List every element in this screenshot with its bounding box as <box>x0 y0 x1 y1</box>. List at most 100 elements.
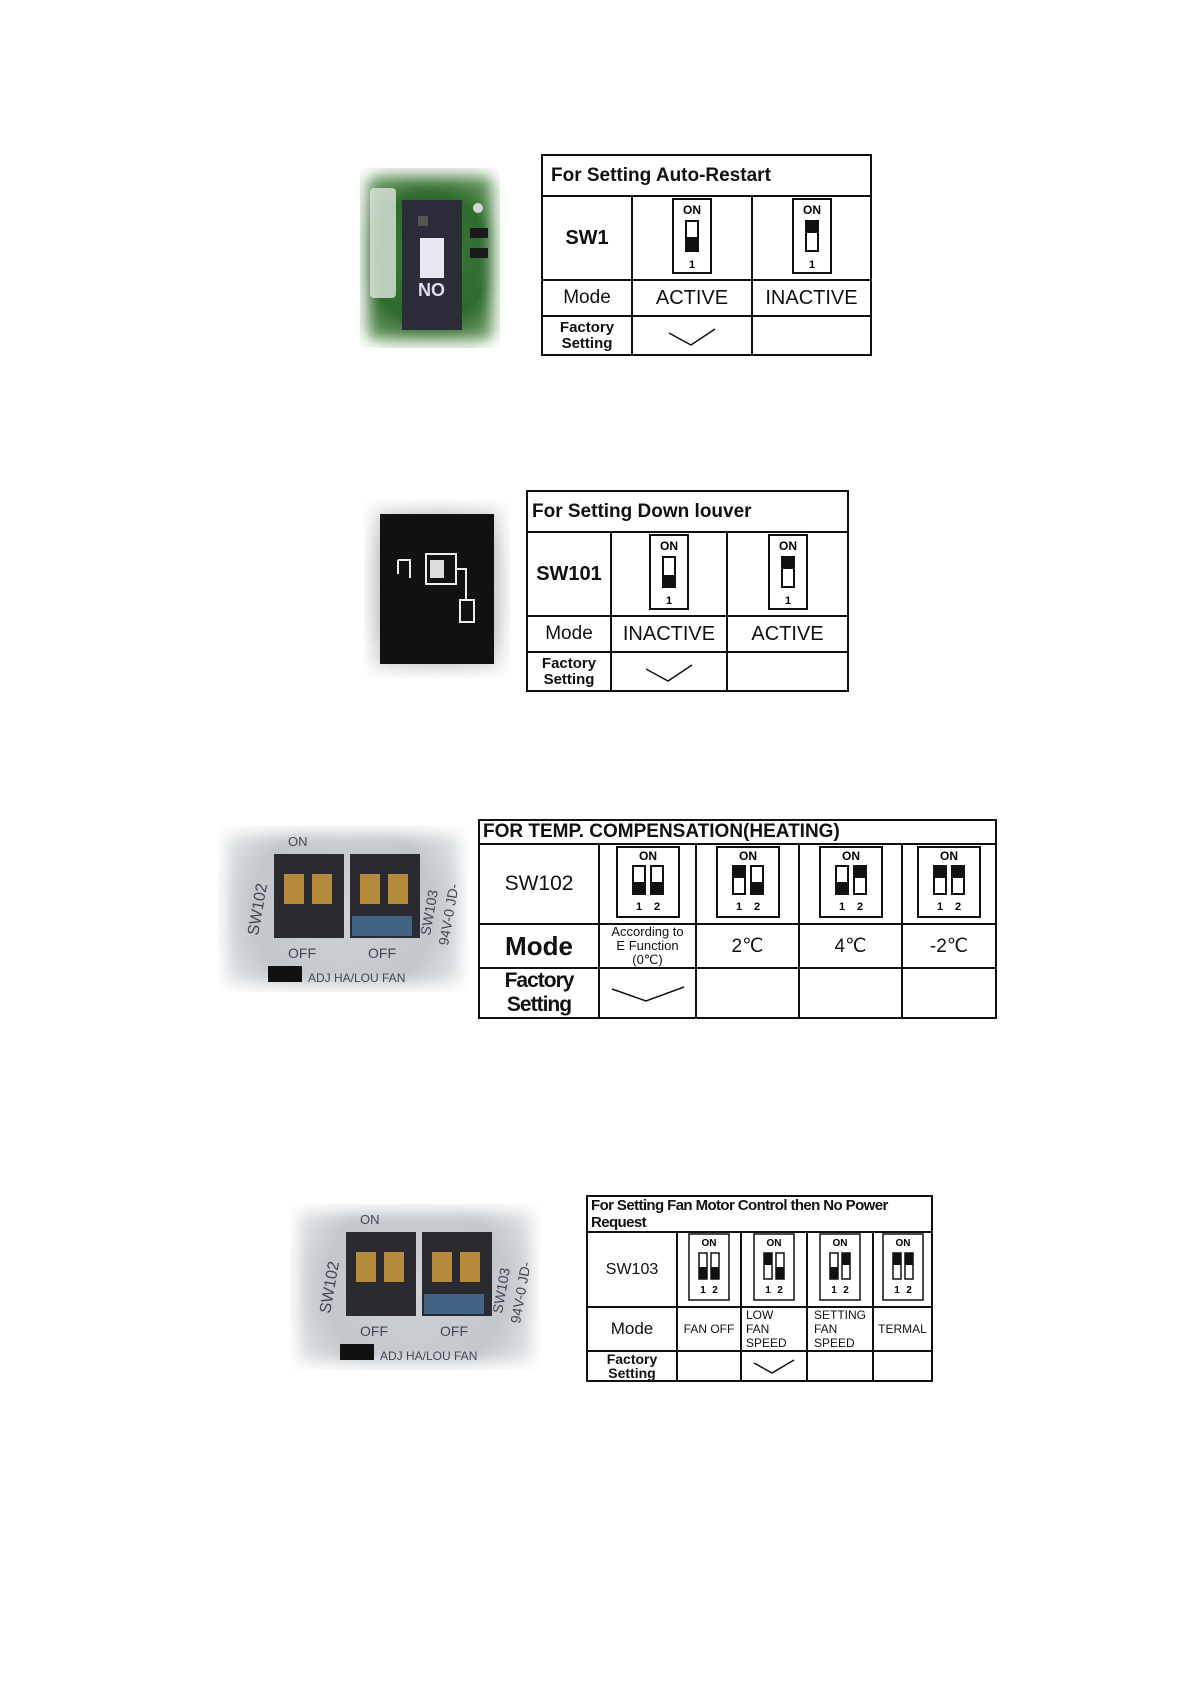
factory-empty-cell <box>872 1350 933 1382</box>
factory-setting-label: Factory Setting <box>526 651 612 692</box>
sw102-col1-diagram: ON 1 2 <box>598 843 697 925</box>
mode-according: According to E Function (0℃) <box>598 923 697 969</box>
dip-switch-icon: ON 1 <box>649 533 689 610</box>
photo-sw102-label: SW102 <box>245 882 271 937</box>
svg-text:1: 1 <box>700 1285 706 1296</box>
temp-comp-title: FOR TEMP. COMPENSATION(HEATING) <box>478 819 997 845</box>
sw103-col3-diagram: ON 1 2 <box>806 1231 874 1308</box>
factory-empty-cell <box>676 1350 742 1382</box>
svg-text:2: 2 <box>906 1285 912 1296</box>
mode-fan-off-line-1: FAN OFF <box>683 1322 735 1336</box>
dip-switch-2pin-icon: ON 1 2 <box>819 1233 861 1301</box>
checkmark-icon <box>611 986 684 1002</box>
temp-comp-table: FOR TEMP. COMPENSATION(HEATING) SW102 ON… <box>478 819 997 1019</box>
sw101-label: SW101 <box>526 531 612 617</box>
pin-label: 1 <box>689 259 695 271</box>
mode-setting-fan-speed: SETTING FAN SPEED <box>806 1306 874 1352</box>
factory-setting-label: Factory Setting <box>541 315 633 356</box>
mode-setting-line-2: FAN SPEED <box>814 1322 855 1350</box>
svg-text:2: 2 <box>653 901 659 913</box>
dip-switch-icon: ON 1 <box>672 197 712 274</box>
factory-empty-cell <box>695 967 800 1019</box>
switch-knob <box>805 220 818 233</box>
sw102-col2-diagram: ON 1 2 <box>695 843 800 925</box>
svg-text:1: 1 <box>894 1285 900 1296</box>
fan-motor-photo: SW102 SW103 94V-0 JD- ON OFF OFF ADJ HA/… <box>290 1204 540 1370</box>
checkmark-icon <box>753 1359 795 1374</box>
svg-text:ON: ON <box>940 849 958 863</box>
svg-text:ON: ON <box>842 849 860 863</box>
sw101-active-diagram: ON 1 <box>726 531 849 617</box>
svg-text:2: 2 <box>753 901 759 913</box>
factory-label-line-1: Factory <box>559 318 615 336</box>
pin-label: 1 <box>784 595 790 607</box>
down-louver-photo <box>364 500 510 678</box>
svg-text:1: 1 <box>635 901 641 913</box>
svg-text:ON: ON <box>767 1238 782 1249</box>
checkmark-icon <box>668 327 716 346</box>
auto-restart-table: For Setting Auto-Restart SW1 ON 1 ON 1 M… <box>541 154 872 356</box>
photo-code3-label: ADJ HA/LOU FAN <box>380 1349 477 1363</box>
mode-minus2c: -2℃ <box>901 923 997 969</box>
switch-knob <box>663 574 675 587</box>
sw102-label: SW102 <box>478 843 600 925</box>
photo-sw102-label: SW102 <box>317 1260 343 1315</box>
sw103-col1-diagram: ON 1 2 <box>676 1231 742 1308</box>
factory-empty-cell <box>901 967 997 1019</box>
dip-switch-2pin-icon: ON 1 2 <box>753 1233 795 1301</box>
factory-label-line-1: Factory <box>606 1351 658 1367</box>
dip-switch-2pin-icon: ON 1 2 <box>818 845 883 918</box>
sw103-col2-diagram: ON 1 2 <box>740 1231 808 1308</box>
mode-4c: 4℃ <box>798 923 903 969</box>
mode-label: Mode <box>586 1306 678 1352</box>
down-louver-table: For Setting Down louver SW101 ON 1 ON 1 … <box>526 490 849 692</box>
sw102-col3-diagram: ON 1 2 <box>798 843 903 925</box>
svg-text:2: 2 <box>712 1285 718 1296</box>
dip-switch-2pin-icon: ON 1 2 <box>715 845 780 918</box>
svg-text:1: 1 <box>838 901 844 913</box>
mode-fan-off: FAN OFF <box>676 1306 742 1352</box>
mode-label: Mode <box>526 615 612 653</box>
svg-text:ON: ON <box>702 1238 717 1249</box>
pcb-dual-switch-illustration: SW102 SW103 94V-0 JD- ON OFF OFF ADJ HA/… <box>317 1212 534 1363</box>
mode-low-line-1: LOW <box>746 1308 774 1322</box>
mode-inactive: INACTIVE <box>751 279 872 317</box>
mode-according-line-1: According to <box>611 924 684 939</box>
factory-label-line-2: Setting <box>543 670 595 688</box>
photo-off-label-2: OFF <box>368 945 396 961</box>
dip-switch-2pin-icon: ON 1 2 <box>917 845 981 918</box>
factory-check-cell <box>631 315 753 356</box>
pcb-switch-illustration: NO <box>370 188 488 330</box>
down-louver-title: For Setting Down louver <box>526 490 849 533</box>
mode-termal: TERMAL <box>872 1306 933 1352</box>
sw103-label: SW103 <box>586 1231 678 1308</box>
sw101-inactive-diagram: ON 1 <box>610 531 728 617</box>
photo-no-text: NO <box>418 280 445 300</box>
photo-sw103-label: SW103 <box>489 1266 513 1314</box>
sw1-active-diagram: ON 1 <box>631 195 753 281</box>
svg-text:2: 2 <box>777 1285 783 1296</box>
factory-label-line-2: Setting <box>561 334 613 352</box>
sw1-inactive-diagram: ON 1 <box>751 195 872 281</box>
factory-empty-cell <box>806 1350 874 1382</box>
switch-knob <box>686 236 698 251</box>
dip-switch-icon: ON 1 <box>767 533 808 610</box>
mode-2c: 2℃ <box>695 923 800 969</box>
on-label: ON <box>779 539 797 553</box>
checkmark-icon <box>645 663 693 682</box>
svg-text:ON: ON <box>895 1238 910 1249</box>
sw103-col4-diagram: ON 1 2 <box>872 1231 933 1308</box>
photo-on-label: ON <box>288 834 308 849</box>
svg-text:ON: ON <box>833 1238 848 1249</box>
photo-off-label-2: OFF <box>440 1323 468 1339</box>
auto-restart-photo: NO <box>360 168 500 348</box>
dip-switch-2pin-icon: ON 1 2 <box>881 1233 924 1301</box>
mode-label: Mode <box>541 279 633 317</box>
mode-label: Mode <box>478 923 600 969</box>
sw1-label: SW1 <box>541 195 633 281</box>
factory-check-cell <box>598 967 697 1019</box>
on-label: ON <box>803 203 821 217</box>
on-label: ON <box>660 539 678 553</box>
fan-motor-table: For Setting Fan Motor Control then No Po… <box>586 1195 933 1382</box>
mode-active: ACTIVE <box>726 615 849 653</box>
